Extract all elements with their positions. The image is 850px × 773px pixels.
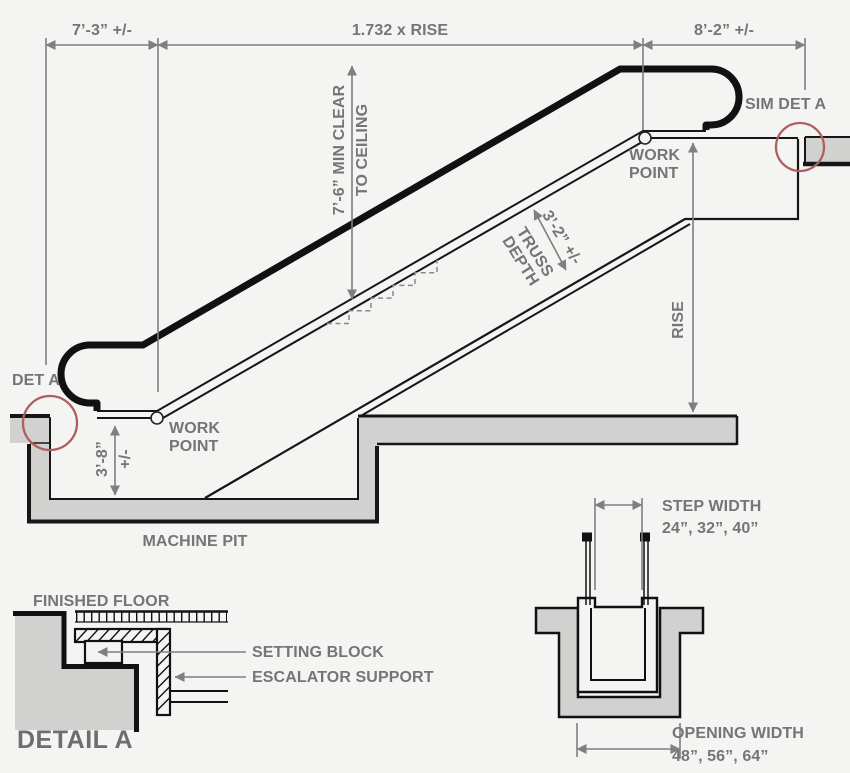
step-width-values: 24”, 32”, 40” — [662, 520, 759, 537]
support-truss-lines — [170, 690, 228, 703]
sim-det-a-label: SIM DET A — [745, 96, 827, 113]
work-point-lower-line2: POINT — [169, 438, 219, 455]
detail-a-concrete — [15, 615, 134, 730]
clearance-line2: TO CEILING — [354, 103, 371, 197]
work-point-upper-label: WORK POINT — [629, 147, 680, 183]
work-point-lower-label: WORK POINT — [169, 420, 220, 456]
concrete-outlines — [10, 136, 850, 524]
machine-pit-label: MACHINE PIT — [142, 533, 248, 550]
work-point-lower-line1: WORK — [169, 420, 221, 437]
dimension-lines — [45, 38, 806, 757]
handrail — [57, 65, 743, 411]
pit-depth-line1: 3’-8” — [94, 440, 111, 478]
clearance-line1: 7’-6” MIN CLEAR — [331, 84, 348, 216]
clearance-label: 7’-6” MIN CLEAR TO CEILING — [328, 85, 374, 215]
detail-a-title: DETAIL A — [17, 726, 134, 754]
deck-lower-and-floor-line — [97, 137, 798, 419]
dim-truss-depth — [533, 209, 567, 271]
truss-bottom-chord-inner — [358, 223, 691, 418]
work-point-upper-line1: WORK — [629, 147, 681, 164]
cross-section-truss-inner — [590, 608, 646, 681]
dim-right-run-label: 8’-2” +/- — [693, 22, 755, 39]
dim-left-run-label: 7’-3” +/- — [71, 22, 133, 39]
step-width-text: STEP WIDTH — [662, 498, 762, 515]
opening-width-label: OPENING WIDTH 48”, 56”, 64” — [672, 722, 804, 768]
rise-label: RISE — [670, 301, 687, 339]
balustrade-posts — [582, 532, 650, 605]
setting-block-label: SETTING BLOCK — [252, 644, 384, 661]
escalator-steps-dashed — [327, 260, 438, 325]
work-point-upper-line2: POINT — [629, 165, 679, 182]
pit-depth-label: 3’-8” +/- — [91, 441, 137, 477]
opening-width-values: 48”, 56”, 64” — [672, 748, 769, 765]
finished-floor-label: FINISHED FLOOR — [33, 593, 170, 610]
finished-floor-tiles — [75, 610, 228, 623]
escalator-support-column — [155, 627, 172, 717]
det-a-circle — [21, 394, 79, 452]
det-a-label: DET A — [12, 372, 60, 389]
work-point-marker-lower — [150, 411, 164, 425]
opening-width-text: OPENING WIDTH — [672, 725, 804, 742]
sim-det-a-circle — [774, 121, 826, 173]
lower-right-floor-slab — [358, 417, 737, 444]
deck-upper-line — [97, 130, 706, 412]
upper-left-floor-slab — [10, 417, 50, 443]
upper-right-floor-slab — [805, 138, 850, 163]
cross-section-drawing — [534, 532, 705, 719]
pit-depth-line2: +/- — [117, 449, 134, 469]
dim-incline-run-label: 1.732 x RISE — [351, 22, 449, 39]
concrete-structures — [10, 138, 850, 730]
work-point-marker-upper — [638, 131, 652, 145]
escalator-support-label: ESCALATOR SUPPORT — [252, 669, 434, 686]
truss-structure — [97, 130, 800, 499]
truss-bottom-chord — [204, 139, 800, 499]
cross-section-truss — [576, 596, 659, 694]
step-width-label: STEP WIDTH 24”, 32”, 40” — [662, 496, 761, 540]
detail-floor-edge — [13, 611, 139, 732]
extension-lines — [45, 38, 806, 757]
machine-pit-concrete — [30, 417, 377, 521]
